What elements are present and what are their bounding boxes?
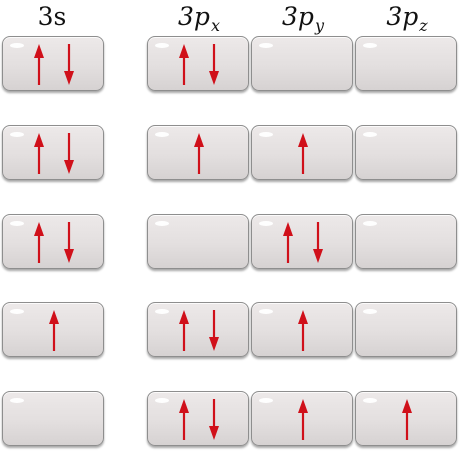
orbital-pz-row-5: [355, 391, 457, 446]
header-3px: 3px: [147, 0, 251, 35]
orbital-s-row-4: [2, 302, 104, 357]
orbital-px-row-5: [147, 391, 249, 446]
spin-up-arrow-icon: [34, 133, 44, 174]
spin-up-arrow-icon: [283, 222, 293, 263]
orbital-box-graphic: [34, 44, 74, 85]
orbital-box-graphic: [34, 222, 74, 263]
orbital-box-graphic: [356, 303, 456, 356]
header-3pz: 3pz: [355, 0, 459, 35]
header-3s-label: 3s: [37, 2, 67, 31]
spin-up-arrow-icon: [402, 399, 412, 440]
orbital-box-graphic: [298, 133, 308, 174]
orbital-py-row-1: [251, 36, 353, 91]
orbital-s-row-5: [2, 391, 104, 446]
header-3s: 3s: [0, 0, 104, 34]
orbital-pz-row-2: [355, 125, 457, 180]
spin-down-arrow-icon: [64, 222, 74, 263]
spin-up-arrow-icon: [34, 222, 44, 263]
orbital-py-row-2: [251, 125, 353, 180]
orbital-box-graphic: [179, 44, 219, 85]
spin-down-arrow-icon: [209, 310, 219, 351]
orbital-pz-row-1: [355, 36, 457, 91]
orbital-box-graphic: [3, 392, 103, 445]
header-3py: 3py: [251, 0, 355, 35]
orbital-box-graphic: [356, 37, 456, 90]
spin-up-arrow-icon: [49, 310, 59, 351]
spin-up-arrow-icon: [179, 44, 189, 85]
header-3px-label: 3p: [178, 2, 210, 31]
header-3px-subscript: x: [210, 16, 220, 35]
header-3pz-label: 3p: [386, 2, 419, 31]
spin-down-arrow-icon: [64, 44, 74, 85]
orbital-box-graphic: [148, 215, 248, 268]
orbital-pz-row-4: [355, 302, 457, 357]
spin-down-arrow-icon: [209, 44, 219, 85]
orbital-box-graphic: [194, 133, 204, 174]
orbital-pz-row-3: [355, 214, 457, 269]
orbital-box-graphic: [402, 399, 412, 440]
orbital-box-graphic: [356, 126, 456, 179]
orbital-s-row-1: [2, 36, 104, 91]
orbital-box-graphic: [356, 215, 456, 268]
orbital-box-graphic: [298, 399, 308, 440]
spin-up-arrow-icon: [298, 133, 308, 174]
orbital-box-graphic: [49, 310, 59, 351]
orbital-px-row-2: [147, 125, 249, 180]
spin-up-arrow-icon: [179, 399, 189, 440]
orbital-px-row-3: [147, 214, 249, 269]
spin-down-arrow-icon: [64, 133, 74, 174]
orbital-py-row-4: [251, 302, 353, 357]
spin-up-arrow-icon: [179, 310, 189, 351]
orbital-s-row-2: [2, 125, 104, 180]
spin-down-arrow-icon: [313, 222, 323, 263]
orbital-box-graphic: [283, 222, 323, 263]
orbital-s-row-3: [2, 214, 104, 269]
orbital-py-row-5: [251, 391, 353, 446]
header-3py-subscript: y: [314, 16, 324, 35]
spin-up-arrow-icon: [194, 133, 204, 174]
orbital-px-row-1: [147, 36, 249, 91]
orbital-px-row-4: [147, 302, 249, 357]
orbital-box-graphic: [179, 399, 219, 440]
orbital-box-graphic: [298, 310, 308, 351]
spin-down-arrow-icon: [209, 399, 219, 440]
orbital-box-graphic: [179, 310, 219, 351]
orbital-box-graphic: [252, 37, 352, 90]
orbital-py-row-3: [251, 214, 353, 269]
spin-up-arrow-icon: [34, 44, 44, 85]
header-3pz-subscript: z: [419, 16, 428, 35]
orbital-box-graphic: [34, 133, 74, 174]
spin-up-arrow-icon: [298, 399, 308, 440]
header-3py-label: 3p: [282, 2, 314, 31]
spin-up-arrow-icon: [298, 310, 308, 351]
